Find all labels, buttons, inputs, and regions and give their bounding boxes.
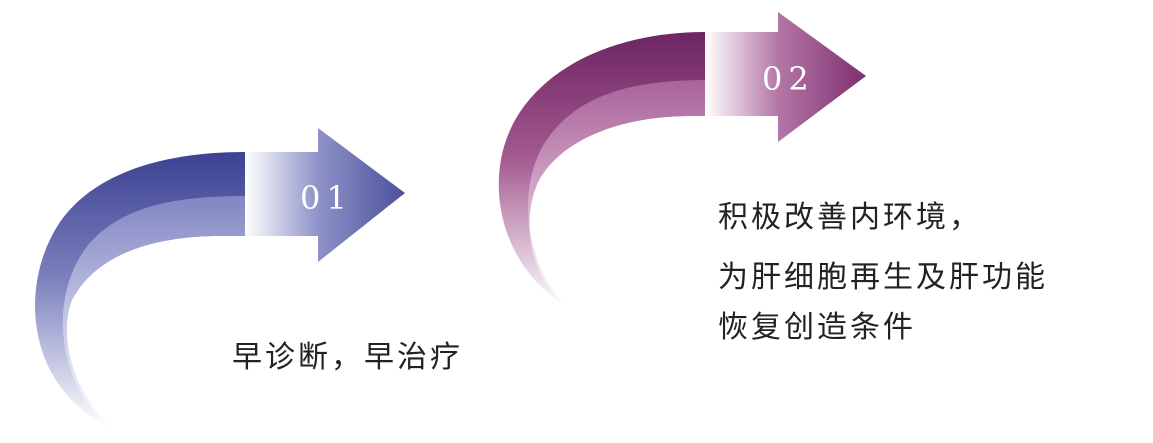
arrow-01-head — [245, 128, 405, 262]
step-01-text: 早诊断，早治疗 — [232, 340, 463, 375]
arrow-01 — [35, 128, 405, 428]
step-number-02: 02 — [762, 60, 815, 98]
step-02-text-line-3: 恢复创造条件 — [718, 310, 916, 345]
arrow-02-head — [705, 12, 866, 142]
step-number-01: 01 — [300, 179, 353, 217]
arrow-02 — [498, 12, 866, 308]
step-02-text-line-1: 积极改善内环境， — [718, 200, 982, 235]
step-02-text-line-2: 为肝细胞再生及肝功能 — [718, 260, 1048, 295]
